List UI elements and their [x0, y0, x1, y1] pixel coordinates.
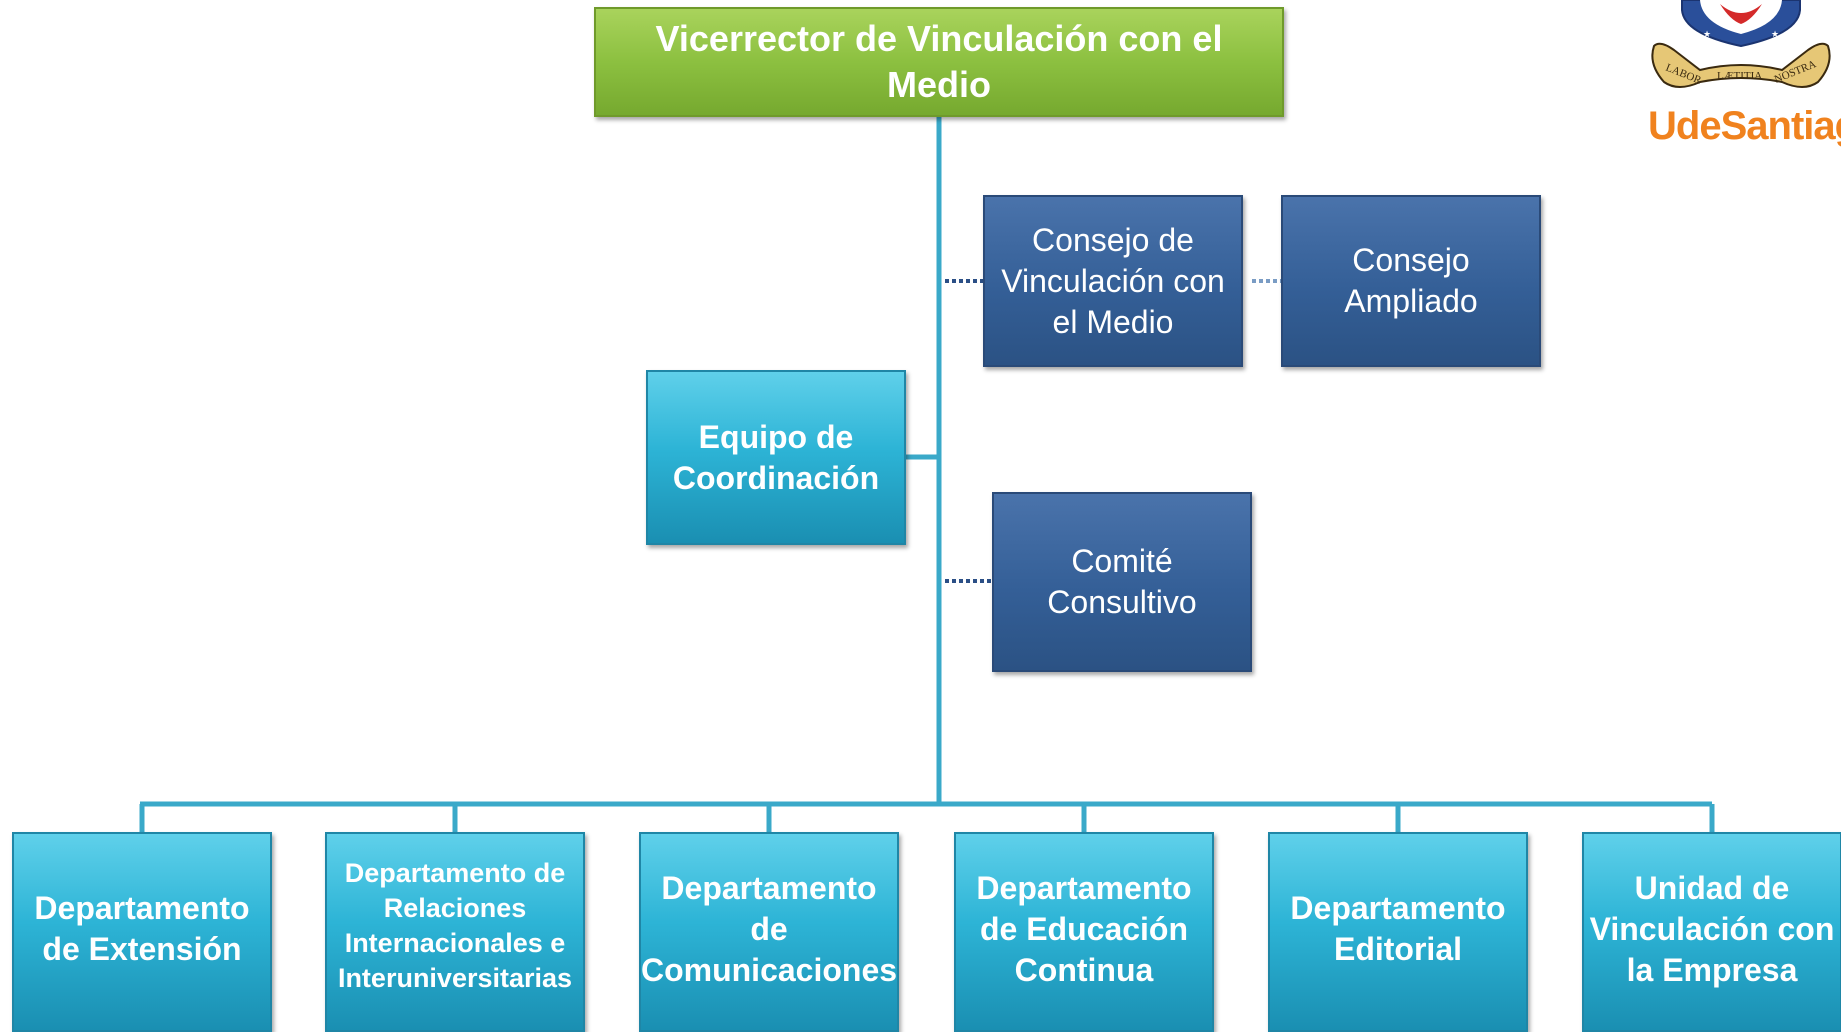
department-communications-box: Departamento de Comunicaciones	[639, 832, 899, 1032]
department-line: Comunicaciones	[640, 952, 898, 988]
ampliado-line: Consejo	[1352, 242, 1470, 278]
department-line: Editorial	[1333, 931, 1462, 967]
coordination-team-label: Equipo de Coordinación	[672, 418, 880, 496]
consejo-line: Vinculación con	[1001, 262, 1225, 299]
department-editorial-box: Departamento Editorial	[1268, 832, 1528, 1032]
department-line: de	[750, 911, 788, 947]
department-line: Departamento de	[344, 858, 566, 888]
department-line: Departamento	[976, 870, 1192, 906]
logo-wordmark-prefix: Ude	[1648, 104, 1722, 148]
department-line: Vinculación con	[1589, 911, 1835, 947]
department-line: Departamento	[1290, 890, 1506, 926]
motto-word: LÆTITIA	[1717, 70, 1762, 82]
department-line: Departamento	[661, 870, 877, 906]
department-line: de Extensión	[42, 931, 242, 967]
comite-line: Comité	[1071, 543, 1173, 579]
consejo-line: el Medio	[1052, 303, 1174, 340]
svg-text:★: ★	[1771, 29, 1779, 39]
department-international-relations-box: Departamento de Relaciones Internacional…	[325, 832, 585, 1032]
department-line: Interuniversitarias	[337, 963, 573, 993]
crest-icon: ★ ★ LABOR LÆTITIA NOSTRA	[1651, 0, 1831, 88]
department-line: Departamento	[34, 890, 250, 926]
vicerrector-box: Vicerrector de Vinculación con el Medio	[594, 7, 1284, 117]
department-line: Unidad de	[1634, 870, 1790, 906]
coordination-team-box: Equipo de Coordinación	[646, 370, 906, 545]
consejo-line: Consejo de	[1032, 221, 1194, 258]
logo-wordmark-suffix: Santiago	[1720, 104, 1841, 148]
department-line: la Empresa	[1626, 952, 1798, 988]
logo-wordmark: UdeSantiago	[1648, 104, 1841, 149]
department-extension-box: Departamento de Extensión	[12, 832, 272, 1032]
comite-consultivo-box: Comité Consultivo	[992, 492, 1252, 672]
consejo-ampliado-box: Consejo Ampliado	[1281, 195, 1541, 367]
department-line: de Educación	[979, 911, 1189, 947]
unit-business-linkage-box: Unidad de Vinculación con la Empresa	[1582, 832, 1841, 1032]
department-line: Internacionales e	[344, 928, 566, 958]
department-line: Continua	[1014, 952, 1154, 988]
comite-line: Consultivo	[1047, 584, 1197, 620]
university-logo: ★ ★ LABOR LÆTITIA NOSTRA	[1640, 0, 1841, 160]
department-continuing-education-box: Departamento de Educación Continua	[954, 832, 1214, 1032]
department-line: Relaciones	[383, 893, 527, 923]
consejo-vinculacion-box: Consejo de Vinculación con el Medio	[983, 195, 1243, 367]
svg-text:★: ★	[1703, 29, 1711, 39]
ampliado-line: Ampliado	[1344, 283, 1478, 319]
vicerrector-title: Vicerrector de Vinculación con el Medio	[655, 18, 1223, 105]
